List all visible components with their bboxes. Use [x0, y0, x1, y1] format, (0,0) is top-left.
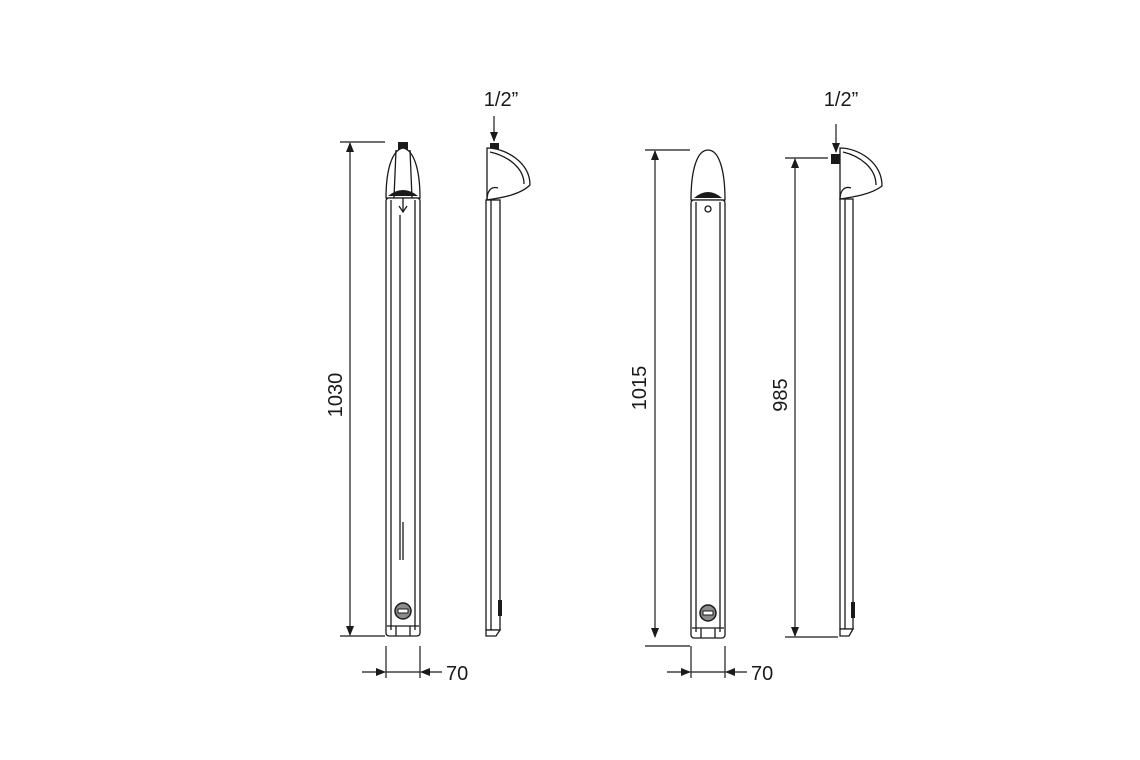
shower-column-side — [485, 199, 501, 631]
height-dimension-label: 1015 — [629, 366, 651, 411]
width-dimension-label: 70 — [446, 663, 468, 685]
right-dimensions: 1015 985 70 — [629, 149, 838, 685]
left-front-view — [385, 142, 421, 637]
side-height-dimension-label: 985 — [770, 378, 792, 411]
shower-column-side — [839, 198, 854, 630]
height-dimension-label: 1030 — [325, 373, 347, 418]
inlet-connector — [398, 142, 408, 150]
inlet-label: 1/2” — [484, 89, 518, 111]
shower-head-side — [486, 147, 531, 201]
width-dimension-label: 70 — [751, 663, 773, 685]
right-side-view: 1/2” — [824, 89, 883, 637]
inlet-label: 1/2” — [824, 89, 858, 111]
shower-column — [690, 199, 726, 639]
left-dimensions: 1030 70 — [325, 141, 468, 685]
shower-head-side — [839, 147, 883, 200]
left-side-view: 1/2” — [484, 89, 531, 637]
right-front-view — [690, 149, 726, 639]
shower-head — [690, 149, 726, 201]
